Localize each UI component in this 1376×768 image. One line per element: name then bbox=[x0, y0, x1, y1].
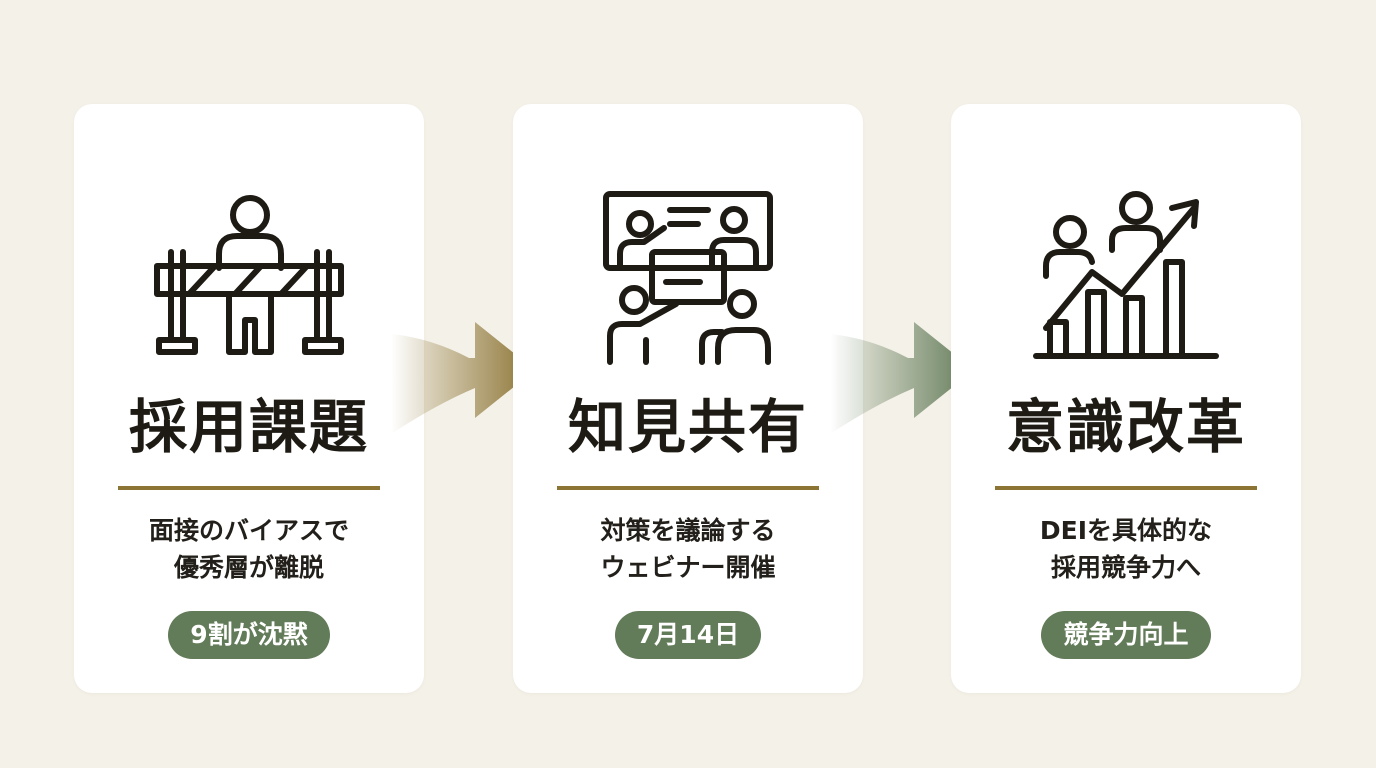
description-line: 対策を議論する bbox=[600, 516, 776, 545]
description-line: 面接のバイアスで bbox=[148, 516, 349, 545]
title-divider bbox=[557, 486, 819, 490]
step-title: 意識改革 bbox=[1005, 393, 1246, 461]
status-badge: 9割が沈黙 bbox=[168, 611, 330, 659]
step-description: 対策を議論する ウェビナー開催 bbox=[523, 512, 853, 586]
description-line: 優秀層が離脱 bbox=[173, 553, 324, 582]
growth-chart-people-icon bbox=[1026, 180, 1226, 380]
step-card-hiring-issue: 採用課題 面接のバイアスで 優秀層が離脱 9割が沈黙 bbox=[74, 104, 424, 693]
step-title: 採用課題 bbox=[128, 393, 369, 461]
flow-arrow-icon bbox=[830, 322, 978, 442]
step-card-knowledge-sharing: 知見共有 対策を議論する ウェビナー開催 7月14日 bbox=[513, 104, 863, 693]
flow-arrow-icon bbox=[391, 322, 539, 442]
step-title: 知見共有 bbox=[567, 393, 808, 461]
person-behind-barrier-icon bbox=[149, 180, 349, 380]
badge-container: 7月14日 bbox=[513, 611, 863, 659]
webinar-presentation-icon bbox=[588, 180, 788, 380]
badge-container: 競争力向上 bbox=[951, 611, 1301, 659]
title-divider bbox=[995, 486, 1257, 490]
description-line: ウェビナー開催 bbox=[600, 553, 776, 582]
description-line: DEIを具体的な bbox=[1039, 516, 1213, 545]
step-card-mindset-reform: 意識改革 DEIを具体的な 採用競争力へ 競争力向上 bbox=[951, 104, 1301, 693]
title-divider bbox=[118, 486, 380, 490]
description-line: 採用競争力へ bbox=[1050, 553, 1201, 582]
status-badge: 競争力向上 bbox=[1041, 611, 1211, 659]
badge-container: 9割が沈黙 bbox=[74, 611, 424, 659]
step-description: DEIを具体的な 採用競争力へ bbox=[961, 512, 1291, 586]
step-description: 面接のバイアスで 優秀層が離脱 bbox=[84, 512, 414, 586]
date-badge: 7月14日 bbox=[614, 611, 762, 659]
